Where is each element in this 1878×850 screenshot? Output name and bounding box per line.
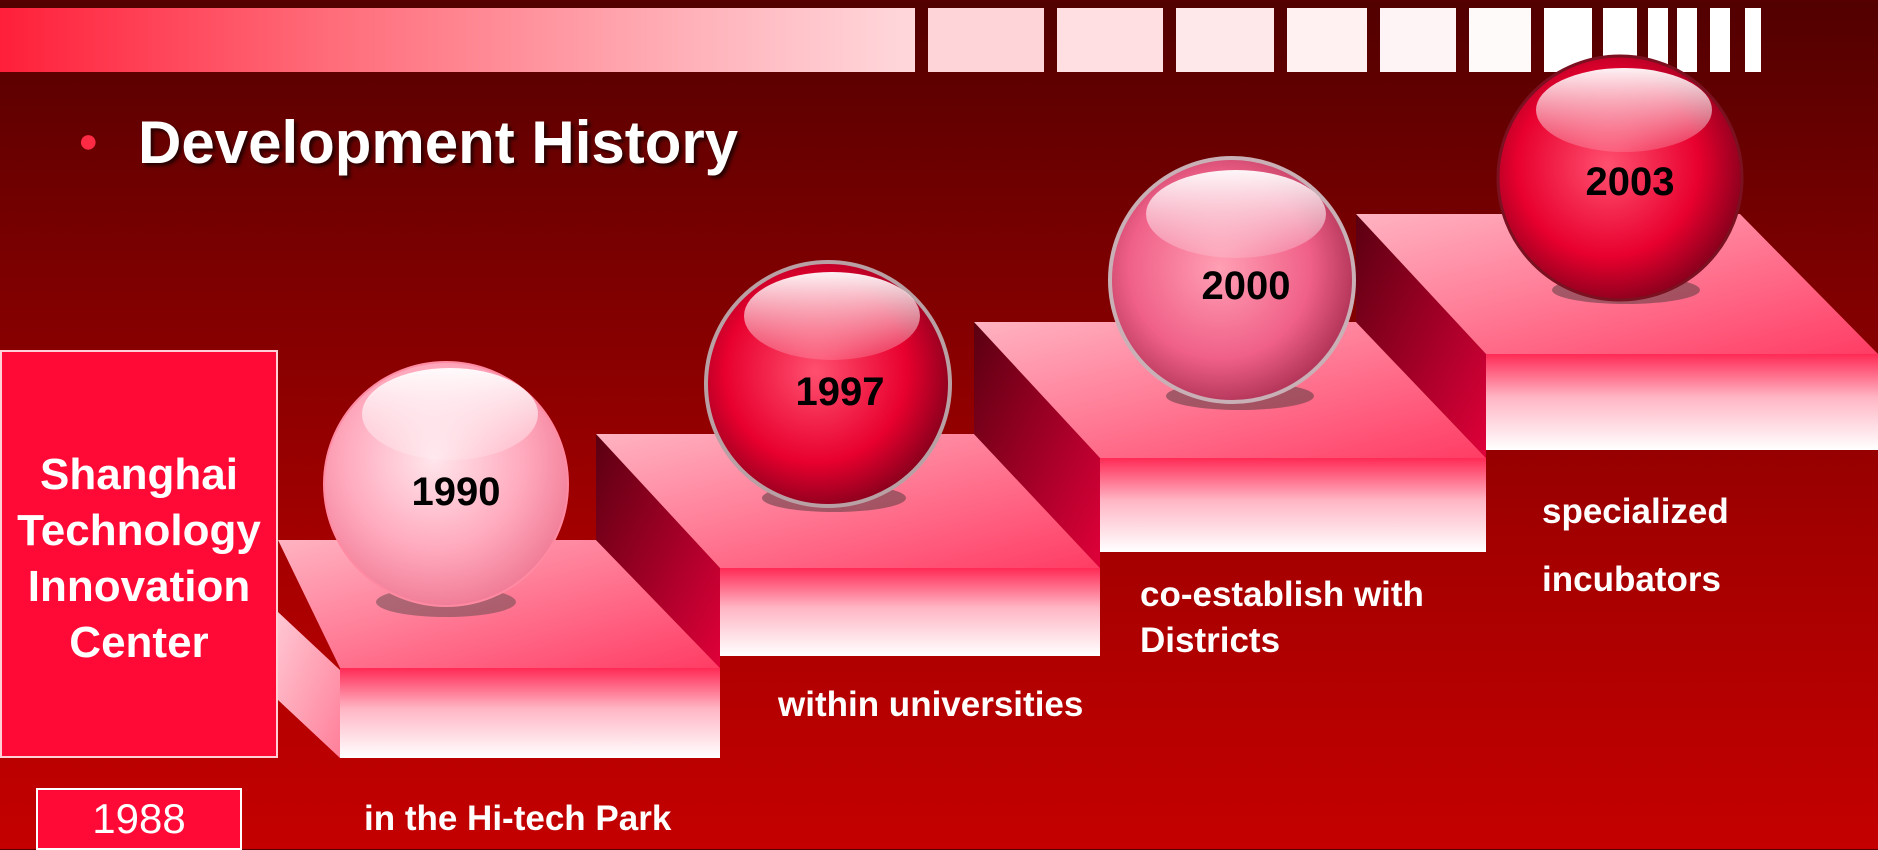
header-square — [1677, 8, 1697, 72]
year-label: 1990 — [411, 470, 501, 514]
step-side — [974, 322, 1100, 568]
bullet-icon: ● — [78, 122, 99, 160]
header-square — [1287, 8, 1367, 72]
milestone-caption: co-establish with Districts — [1140, 575, 1424, 660]
header-square — [928, 8, 1044, 72]
step-side — [1356, 214, 1486, 458]
milestone-caption: in the Hi-tech Park — [364, 799, 672, 838]
header-square — [1648, 8, 1668, 72]
step-front — [1100, 458, 1486, 552]
step-side — [596, 434, 720, 668]
sphere-2000 — [1108, 156, 1356, 404]
header-square — [1176, 8, 1274, 72]
header-square — [1057, 8, 1163, 72]
step-front — [340, 668, 720, 758]
header-square — [1469, 8, 1531, 72]
sphere-1990 — [323, 361, 569, 607]
year-label: 2003 — [1585, 160, 1675, 204]
slide-title: Development History — [138, 109, 739, 176]
header-square — [1710, 8, 1730, 72]
milestone-caption: specialized incubators — [1542, 492, 1729, 599]
year-label: 2000 — [1201, 264, 1291, 308]
milestone-caption: within universities — [778, 685, 1084, 724]
sphere-2003 — [1496, 54, 1744, 302]
center-name-box: Shanghai Technology Innovation Center — [0, 350, 278, 758]
step-front — [1486, 354, 1878, 450]
header-square — [1745, 8, 1761, 72]
center-name: Shanghai Technology Innovation Center — [17, 450, 261, 667]
step-side — [278, 612, 340, 758]
year-label: 1997 — [795, 370, 885, 414]
header-gradient-bar — [0, 8, 915, 72]
founded-year: 1988 — [36, 788, 242, 850]
header-square — [1380, 8, 1456, 72]
step-front — [720, 568, 1100, 656]
sphere-1997 — [704, 260, 952, 508]
